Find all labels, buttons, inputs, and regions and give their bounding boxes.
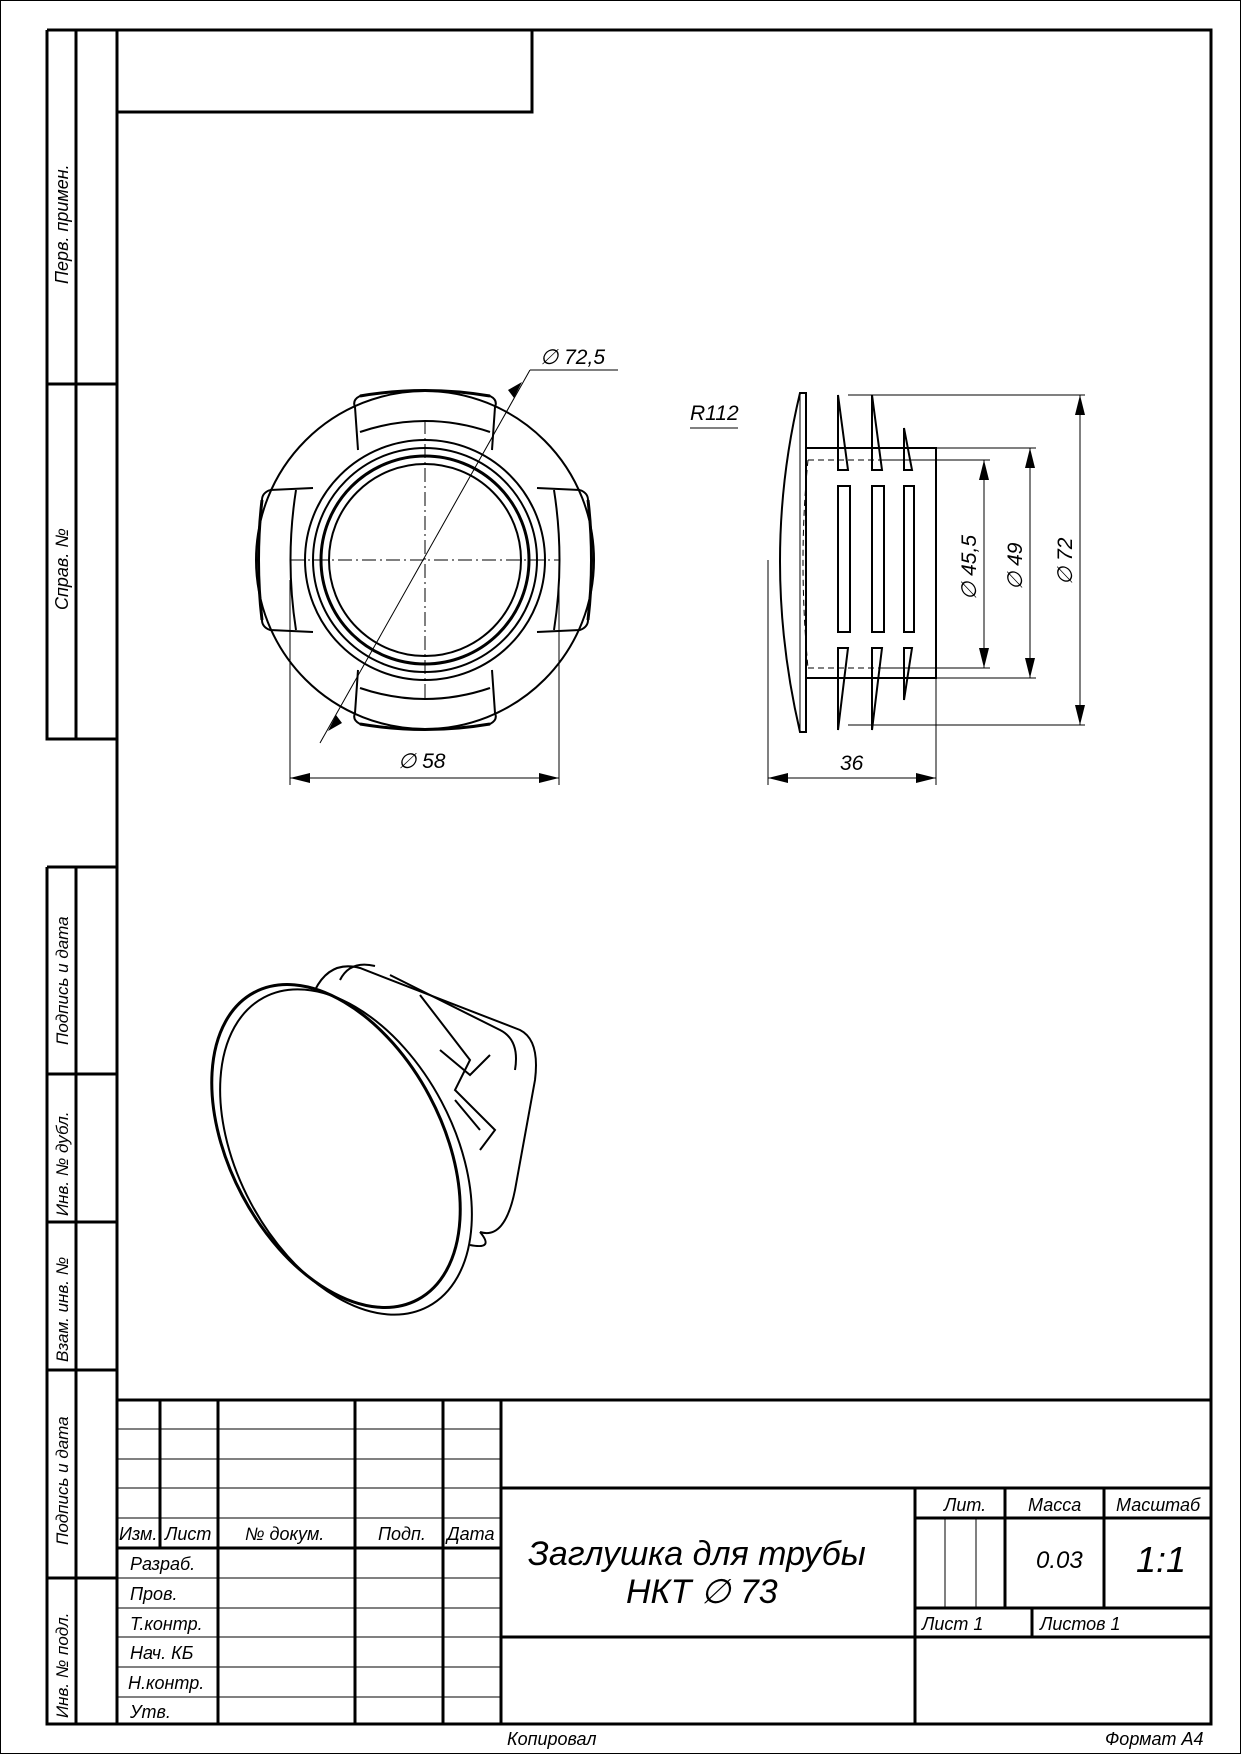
title-block: Изм. Лист № докум. Подп. Дата Разраб. Пр… [117,1398,1211,1724]
role-razrab: Разраб. [130,1554,195,1574]
dim-d58: ∅ 58 [398,750,446,773]
header-izm: Изм. [119,1524,157,1544]
role-prov: Пров. [130,1584,177,1604]
role-nkontr: Н.контр. [128,1673,204,1693]
front-view: ∅ 72,5 ∅ 58 [255,346,618,785]
inv-no-dubl-label: Инв. № дубл. [53,1111,72,1216]
mass-label: Масса [1028,1495,1081,1515]
side-view: R112 ∅ 72 ∅ 49 ∅ 45,5 [690,392,1085,785]
drawing-title-line2: НКТ ∅ 73 [626,1573,778,1611]
dim-d49: ∅ 49 [1004,542,1027,590]
dim-len36: 36 [840,752,864,775]
drawing-title-line1: Заглушка для трубы [528,1535,866,1573]
role-nach-kb: Нач. КБ [130,1643,194,1663]
header-data: Дата [445,1524,495,1544]
header-no-dokum: № докум. [245,1524,324,1544]
dim-d45-5: ∅ 45,5 [958,535,981,600]
drawing-frame [115,28,1213,1726]
mass-value: 0.03 [1036,1547,1083,1574]
header-list: Лист [164,1524,211,1544]
inv-no-podl-label: Инв. № подл. [53,1613,72,1719]
dim-d72-5: ∅ 72,5 [540,346,605,369]
top-left-box [115,28,534,114]
left-strip-bottom: Подпись и дата Инв. № дубл. Взам. инв. №… [45,865,117,1726]
dim-leader-72-5 [319,369,531,744]
dim-r112: R112 [690,402,739,425]
role-tkontr: Т.контр. [130,1614,203,1634]
role-utv: Утв. [129,1702,171,1722]
copied-label: Копировал [507,1729,597,1749]
scale-label: Масштаб [1116,1495,1201,1515]
vzam-inv-no-label: Взам. инв. № [53,1257,72,1362]
sheet-count: Листов 1 [1039,1614,1121,1634]
left-strip-top: Перв. примен. Справ. № [45,28,117,741]
sheet-number: Лист 1 [921,1614,983,1634]
podpis-data-label-2: Подпись и дата [53,1416,72,1545]
header-podp: Подп. [378,1524,426,1544]
format-label: Формат А4 [1105,1729,1204,1749]
scale-value: 1:1 [1136,1539,1186,1580]
perv-primen-label: Перв. примен. [52,164,72,284]
sprav-no-label: Справ. № [52,528,72,610]
isometric-view [210,963,537,1316]
dim-d72: ∅ 72 [1054,537,1077,585]
podpis-data-label-1: Подпись и дата [53,916,72,1045]
lit-label: Лит. [943,1495,986,1515]
